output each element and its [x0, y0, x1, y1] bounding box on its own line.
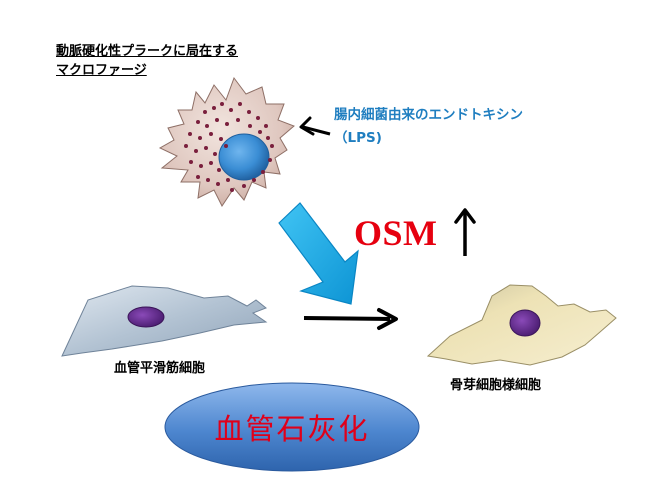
smooth-muscle-nucleus: [127, 306, 165, 328]
smooth-muscle-label: 血管平滑筋細胞: [114, 361, 206, 376]
osteoblast-like-cell: [426, 284, 617, 366]
calcification-oval: [164, 382, 420, 472]
transition-arrow: [303, 308, 398, 330]
osteoblast-label: 骨芽細胞様細胞: [450, 378, 542, 393]
macrophage-cell: [158, 76, 295, 207]
lps-granules: [184, 102, 274, 192]
lps-arrow: [299, 116, 331, 136]
lps-label-line1: 腸内細菌由来のエンドトキシン: [334, 107, 523, 123]
lps-label: 腸内細菌由来のエンドトキシン （LPS): [334, 104, 523, 150]
osm-label: OSM: [354, 213, 438, 253]
smooth-muscle-body: [61, 285, 268, 357]
macrophage-caption-line1: 動脈硬化性プラークに局在する: [56, 44, 239, 59]
big-diagonal-arrow: [278, 202, 359, 305]
macrophage-caption: 動脈硬化性プラークに局在する マクロファージ: [56, 42, 238, 80]
calcification-label: 血管石灰化: [214, 412, 370, 446]
macrophage-caption-line2: マクロファージ: [56, 63, 147, 78]
osteoblast-nucleus: [509, 309, 541, 337]
osm-up-arrow: [454, 208, 476, 256]
macrophage-nucleus: [218, 133, 270, 181]
lps-label-line2: （LPS): [334, 130, 382, 146]
smooth-muscle-cell: [61, 285, 268, 357]
